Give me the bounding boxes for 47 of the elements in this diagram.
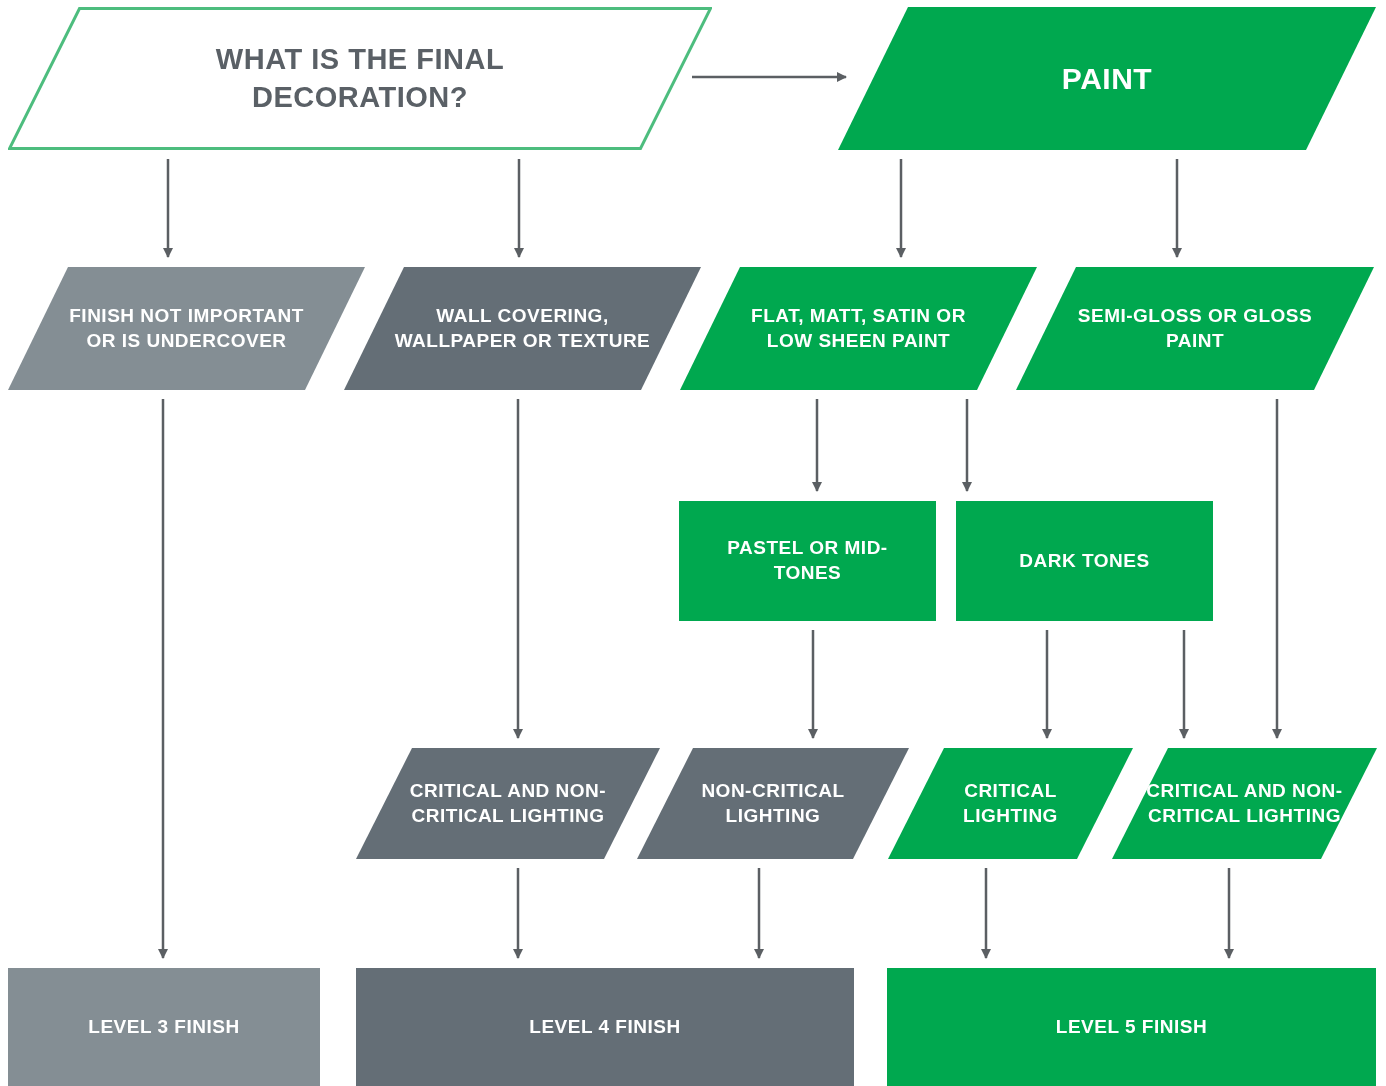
parallelogram-box	[8, 267, 365, 390]
arrow	[812, 399, 822, 492]
node-label: CRITICAL LIGHTING	[962, 778, 1059, 828]
node-label: NON-CRITICAL LIGHTING	[700, 778, 846, 828]
arrow	[1224, 868, 1234, 959]
parallelogram-box	[637, 748, 909, 859]
arrow	[896, 159, 906, 258]
arrow	[163, 159, 173, 258]
node-label: LEVEL 5 FINISH	[1054, 1014, 1209, 1039]
node-label: PAINT	[1060, 61, 1154, 97]
process-box	[956, 501, 1213, 621]
arrow	[513, 399, 523, 739]
parallelogram-box	[838, 7, 1376, 150]
node-label: LEVEL 3 FINISH	[87, 1014, 241, 1039]
node-label: CRITICAL AND NON-CRITICAL LIGHTING	[1145, 778, 1344, 828]
node-label: WHAT IS THE FINAL DECORATION?	[214, 41, 506, 115]
arrow	[1179, 630, 1189, 739]
arrow	[962, 399, 972, 492]
node-label: SEMI-GLOSS OR GLOSS PAINT	[1076, 303, 1314, 353]
arrow	[513, 868, 523, 959]
arrow	[808, 630, 818, 739]
parallelogram-box	[8, 7, 712, 150]
parallelogram-box	[680, 267, 1037, 390]
node-label: FLAT, MATT, SATIN OR LOW SHEEN PAINT	[750, 303, 967, 353]
process-box	[8, 968, 320, 1086]
node-label: LEVEL 4 FINISH	[528, 1014, 682, 1039]
node-label: CRITICAL AND NON-CRITICAL LIGHTING	[408, 778, 608, 828]
arrow	[981, 868, 991, 959]
node-label: WALL COVERING, WALLPAPER OR TEXTURE	[393, 303, 652, 353]
arrow	[692, 72, 847, 82]
parallelogram-box	[1016, 267, 1374, 390]
arrow	[1272, 399, 1282, 739]
parallelogram-box	[344, 267, 701, 390]
parallelogram-box	[888, 748, 1133, 859]
arrow	[1172, 159, 1182, 258]
node-label: DARK TONES	[1018, 548, 1151, 573]
arrow	[158, 399, 168, 959]
process-box	[887, 968, 1376, 1086]
process-box	[356, 968, 854, 1086]
arrow	[514, 159, 524, 258]
parallelogram-box	[356, 748, 660, 859]
node-label: FINISH NOT IMPORTANT OR IS UNDERCOVER	[68, 303, 305, 353]
node-label: PASTEL OR MID-TONES	[726, 536, 889, 585]
process-box	[679, 501, 936, 621]
arrow	[754, 868, 764, 959]
arrow	[1042, 630, 1052, 739]
parallelogram-box	[1112, 748, 1377, 859]
